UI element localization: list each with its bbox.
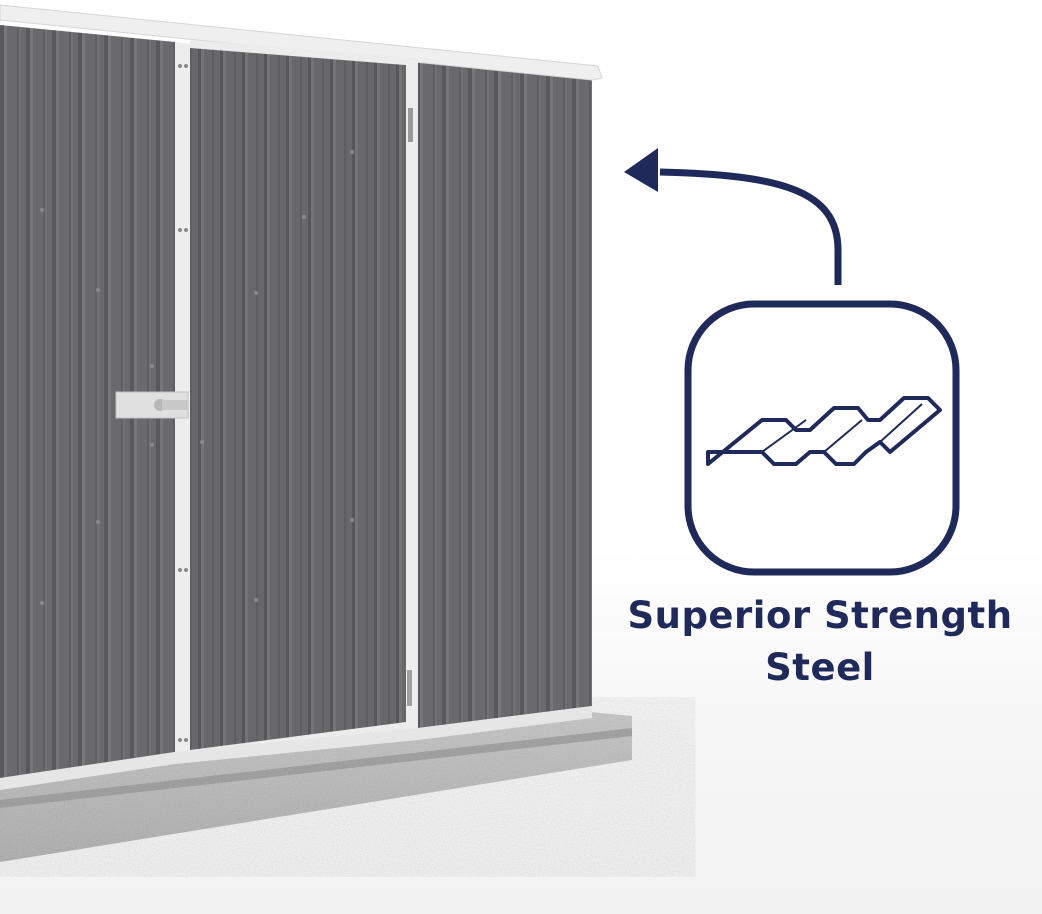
rivets (40, 64, 354, 742)
curved-arrow-left-icon (624, 148, 842, 285)
feature-title-line2: Steel (765, 646, 875, 689)
door-panel (190, 45, 406, 750)
feature-title: Superior Strength Steel (610, 590, 1030, 694)
roof-trim (0, 4, 603, 81)
concrete-slab (0, 712, 632, 862)
door-frame-right (406, 60, 418, 730)
feature-callout: Superior Strength Steel (610, 130, 1030, 700)
bottom-trim (0, 706, 592, 790)
door-latch (115, 391, 189, 419)
icon-frame (684, 300, 960, 576)
door-top-trim (190, 40, 418, 66)
feature-graphics (624, 148, 960, 576)
feature-title-line1: Superior Strength (627, 594, 1013, 637)
corrugated-steel-sheet-icon (706, 396, 942, 466)
right-wall-panel (418, 62, 592, 728)
hinge-bottom (407, 670, 412, 706)
left-wall-panel (0, 25, 175, 778)
hinge-top (408, 108, 413, 142)
